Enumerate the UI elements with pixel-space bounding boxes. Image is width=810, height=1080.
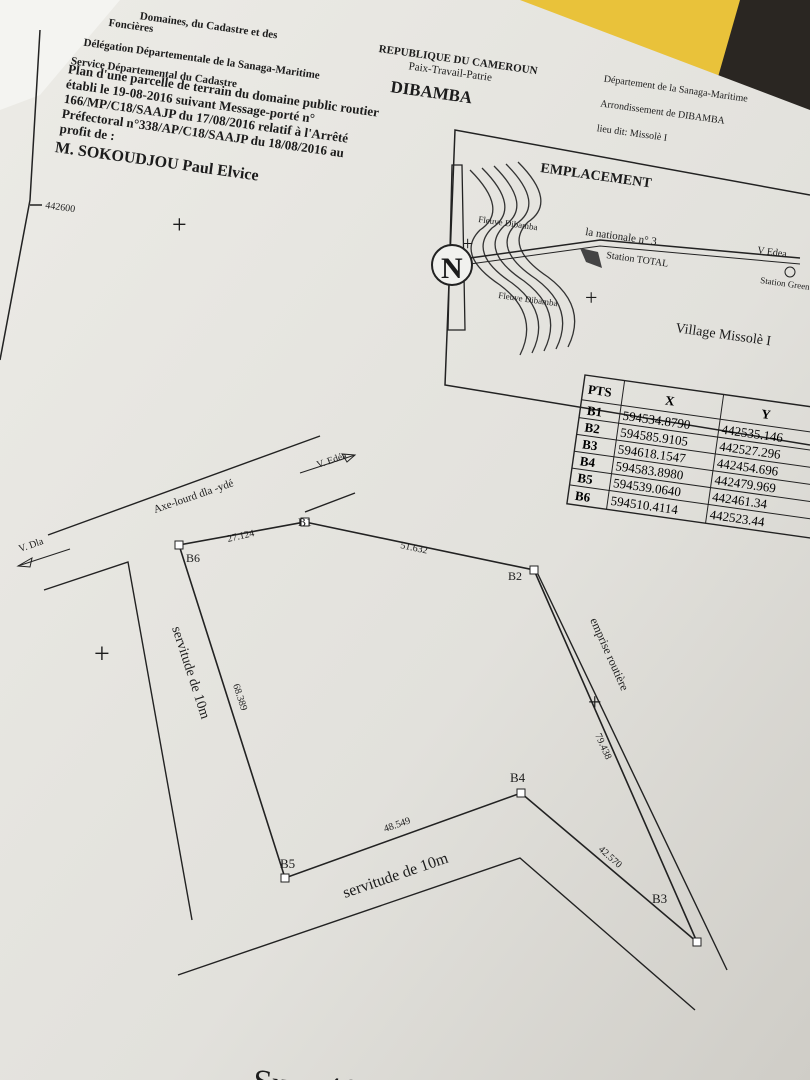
point-b3-label: B3 — [652, 891, 667, 906]
road-axis-bottom — [304, 492, 356, 513]
location-cross-1: + — [462, 233, 473, 255]
point-b5-marker — [280, 873, 290, 883]
north-label: N — [441, 252, 463, 285]
national-road-edge — [469, 245, 801, 265]
point-b1-marker — [300, 517, 310, 527]
emprise-line — [534, 567, 728, 971]
table-row-b5-pt: B5 — [577, 470, 595, 487]
point-b3-marker — [692, 937, 702, 947]
grid-cross-1: + — [172, 210, 187, 239]
table-row-b2-pt: B2 — [584, 420, 601, 437]
point-b6-marker — [174, 540, 184, 550]
page-border — [0, 29, 41, 361]
servitude-left-line — [43, 561, 193, 921]
station-green-symbol — [784, 266, 796, 278]
table-row-b4-pt: B4 — [579, 453, 597, 470]
point-b6-label: B6 — [186, 551, 200, 565]
servitude-bottom-line — [177, 857, 696, 1011]
table-header-y: Y — [760, 406, 772, 422]
river-lines — [469, 161, 576, 356]
grid-cross-2: + — [94, 639, 110, 670]
table-row-b1-pt: B1 — [586, 403, 603, 420]
point-b4-marker — [516, 788, 526, 798]
location-cross-2: + — [585, 285, 597, 310]
point-b5-label: B5 — [280, 856, 295, 871]
road-axis-top — [47, 435, 321, 536]
table-row-b3-pt: B3 — [581, 436, 599, 453]
table-header-pts: PTS — [587, 382, 613, 400]
table-row-b6-pt: B6 — [574, 488, 592, 505]
to-edea-label: V Edea — [757, 245, 788, 260]
table-header-x: X — [664, 392, 676, 408]
station-total-symbol — [580, 248, 602, 268]
point-b2-marker — [529, 565, 539, 575]
point-b4-label: B4 — [510, 770, 526, 785]
grid-label: 442600 — [45, 200, 76, 215]
to-dla-arrow — [16, 557, 33, 568]
national-road — [469, 239, 801, 259]
curled-sheet — [0, 0, 120, 110]
north-arrow: N — [431, 164, 473, 331]
point-b2-label: B2 — [508, 569, 522, 583]
point-b1-label: B1 — [298, 515, 312, 529]
grid-cross-3: + — [588, 690, 602, 716]
